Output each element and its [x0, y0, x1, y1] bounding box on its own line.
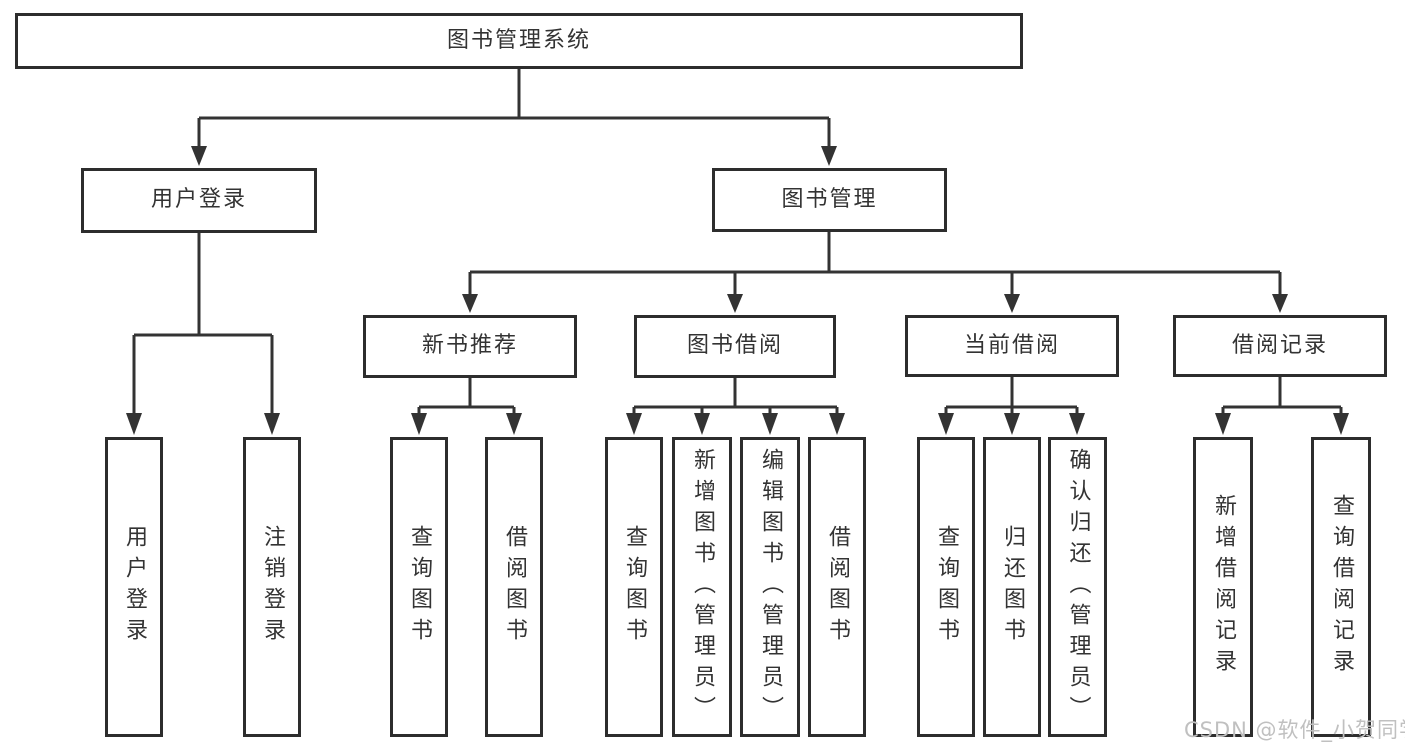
leaf-add-book-admin: 新增图书（管理员） [672, 437, 732, 737]
leaf-label: 确认归还（管理员） [1065, 447, 1091, 727]
leaf-borrow-books-borrowing: 借阅图书 [808, 437, 866, 737]
leaf-label: 借阅图书 [825, 525, 850, 649]
node-borrowing-records: 借阅记录 [1173, 315, 1387, 377]
leaf-label: 查询借阅记录 [1329, 494, 1354, 680]
leaf-confirm-return-admin: 确认归还（管理员） [1048, 437, 1107, 737]
node-book-borrowing: 图书借阅 [634, 315, 836, 378]
leaf-query-books-borrowing: 查询图书 [605, 437, 663, 737]
leaf-label: 新增图书（管理员） [690, 447, 715, 727]
node-label: 图书管理 [781, 186, 878, 212]
node-book-management: 图书管理 [712, 168, 947, 232]
leaf-label: 用户登录 [122, 525, 147, 649]
leaf-edit-book-admin: 编辑图书（管理员） [740, 437, 800, 737]
leaf-query-borrow-record: 查询借阅记录 [1311, 437, 1371, 737]
node-label: 当前借阅 [963, 332, 1060, 358]
leaf-query-books-recommend: 查询图书 [390, 437, 448, 737]
leaf-label: 归还图书 [1000, 525, 1025, 649]
leaf-query-books-current: 查询图书 [917, 437, 975, 737]
node-new-book-recommendation: 新书推荐 [363, 315, 577, 378]
node-label: 借阅记录 [1231, 332, 1328, 358]
node-library-management-system: 图书管理系统 [15, 13, 1023, 69]
leaf-add-borrow-record: 新增借阅记录 [1193, 437, 1253, 737]
node-current-borrowing: 当前借阅 [905, 315, 1119, 377]
leaf-user-login: 用户登录 [105, 437, 163, 737]
leaf-label: 查询图书 [622, 525, 647, 649]
node-user-login: 用户登录 [81, 168, 317, 233]
node-label: 用户登录 [150, 187, 247, 213]
leaf-label: 查询图书 [407, 525, 432, 649]
leaf-logout: 注销登录 [243, 437, 301, 737]
arrowheads [126, 146, 1349, 435]
leaf-label: 编辑图书（管理员） [758, 447, 783, 727]
watermark: CSDN @软件_小贺同学 [1184, 718, 1405, 742]
leaf-borrow-books-recommend: 借阅图书 [485, 437, 543, 737]
leaf-label: 新增借阅记录 [1211, 494, 1236, 680]
leaf-label: 注销登录 [260, 525, 285, 649]
node-label: 图书管理系统 [446, 27, 591, 53]
node-label: 图书借阅 [686, 333, 783, 359]
leaf-label: 查询图书 [934, 525, 959, 649]
node-label: 新书推荐 [421, 333, 518, 359]
leaf-label: 借阅图书 [502, 525, 527, 649]
leaf-return-books: 归还图书 [983, 437, 1041, 737]
